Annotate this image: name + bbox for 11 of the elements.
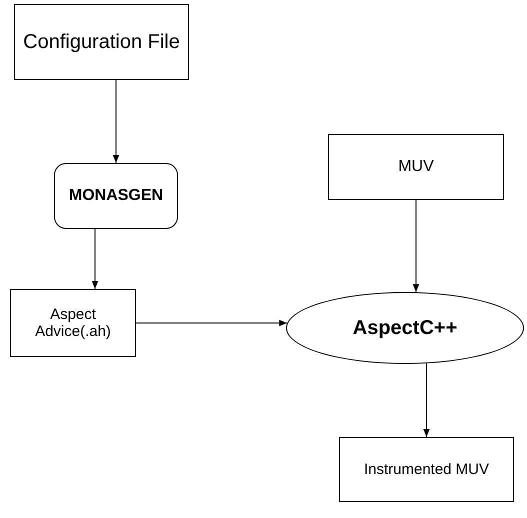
arrow — [112, 80, 120, 164]
arrow — [92, 228, 98, 290]
arrow — [136, 320, 288, 326]
process-box: Aspect Advice(.ah) — [10, 289, 136, 357]
process-box: Configuration File — [14, 4, 189, 80]
arrow — [423, 362, 430, 438]
process-box: MUV — [328, 134, 504, 200]
process-ellipse: AspectC++ — [286, 292, 524, 364]
process-box: Instrumented MUV — [339, 437, 514, 502]
arrow — [412, 200, 420, 293]
process-box: MONASGEN — [54, 163, 178, 229]
